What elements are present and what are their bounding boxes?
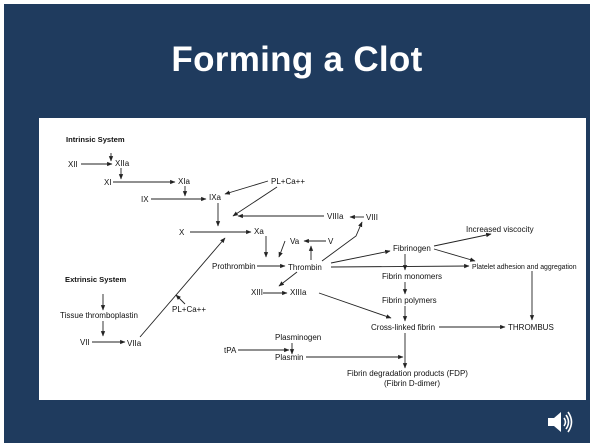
cascade-arrows	[81, 153, 535, 369]
factor-vii-label: VII	[80, 338, 90, 347]
speaker-icon[interactable]	[545, 409, 575, 435]
extrinsic-system-title: Extrinsic System	[65, 275, 126, 284]
factor-viii-label: VIII	[366, 213, 378, 222]
factor-xia-label: XIa	[178, 177, 191, 186]
thrombin-label: Thrombin	[288, 263, 322, 272]
plasminogen-label: Plasminogen	[275, 333, 321, 342]
factor-viia-label: VIIa	[127, 339, 142, 348]
factor-xa-label: Xa	[254, 227, 264, 236]
prothrombin-label: Prothrombin	[212, 262, 256, 271]
pl-ca-top-label: PL+Ca++	[271, 177, 305, 186]
cross-linked-fibrin-label: Cross-linked fibrin	[371, 323, 435, 332]
d-dimer-label: (Fibrin D-dimer)	[384, 379, 440, 388]
slide-title: Forming a Clot	[171, 40, 423, 79]
factor-va-label: Va	[290, 237, 300, 246]
factor-xii-label: XII	[68, 160, 78, 169]
factor-viiia-label: VIIIa	[327, 212, 344, 221]
intrinsic-system-title: Intrinsic System	[66, 135, 125, 144]
fibrinogen-label: Fibrinogen	[393, 244, 431, 253]
factor-xiiia-label: XIIIa	[290, 288, 307, 297]
coagulation-cascade-diagram: Intrinsic System XII XIIa XI XIa PL+Ca++…	[60, 135, 577, 388]
plasmin-label: Plasmin	[275, 353, 303, 362]
fibrin-monomers-label: Fibrin monomers	[382, 272, 442, 281]
thrombus-label: THROMBUS	[508, 323, 554, 332]
fdp-label: Fibrin degradation products (FDP)	[347, 369, 468, 378]
fibrin-polymers-label: Fibrin polymers	[382, 296, 437, 305]
factor-v-label: V	[328, 237, 334, 246]
tissue-thromboplastin-label: Tissue thromboplastin	[60, 311, 138, 320]
tpa-label: tPA	[224, 346, 237, 355]
pl-ca-bottom-label: PL+Ca++	[172, 305, 206, 314]
increased-viscosity-label: Increased viscocity	[466, 225, 534, 234]
diagram-panel: Intrinsic System XII XIIa XI XIa PL+Ca++…	[39, 118, 586, 400]
factor-x-label: X	[179, 228, 185, 237]
factor-xiia-label: XIIa	[115, 159, 130, 168]
factor-ixa-label: IXa	[209, 193, 222, 202]
factor-xi-label: XI	[104, 178, 112, 187]
factor-xiii-label: XIII	[251, 288, 263, 297]
slide: Forming a Clot Intrinsic System XII XIIa…	[4, 4, 590, 443]
platelet-adhesion-label: Platelet adhesion and aggregation	[472, 264, 577, 271]
factor-ix-label: IX	[141, 195, 149, 204]
